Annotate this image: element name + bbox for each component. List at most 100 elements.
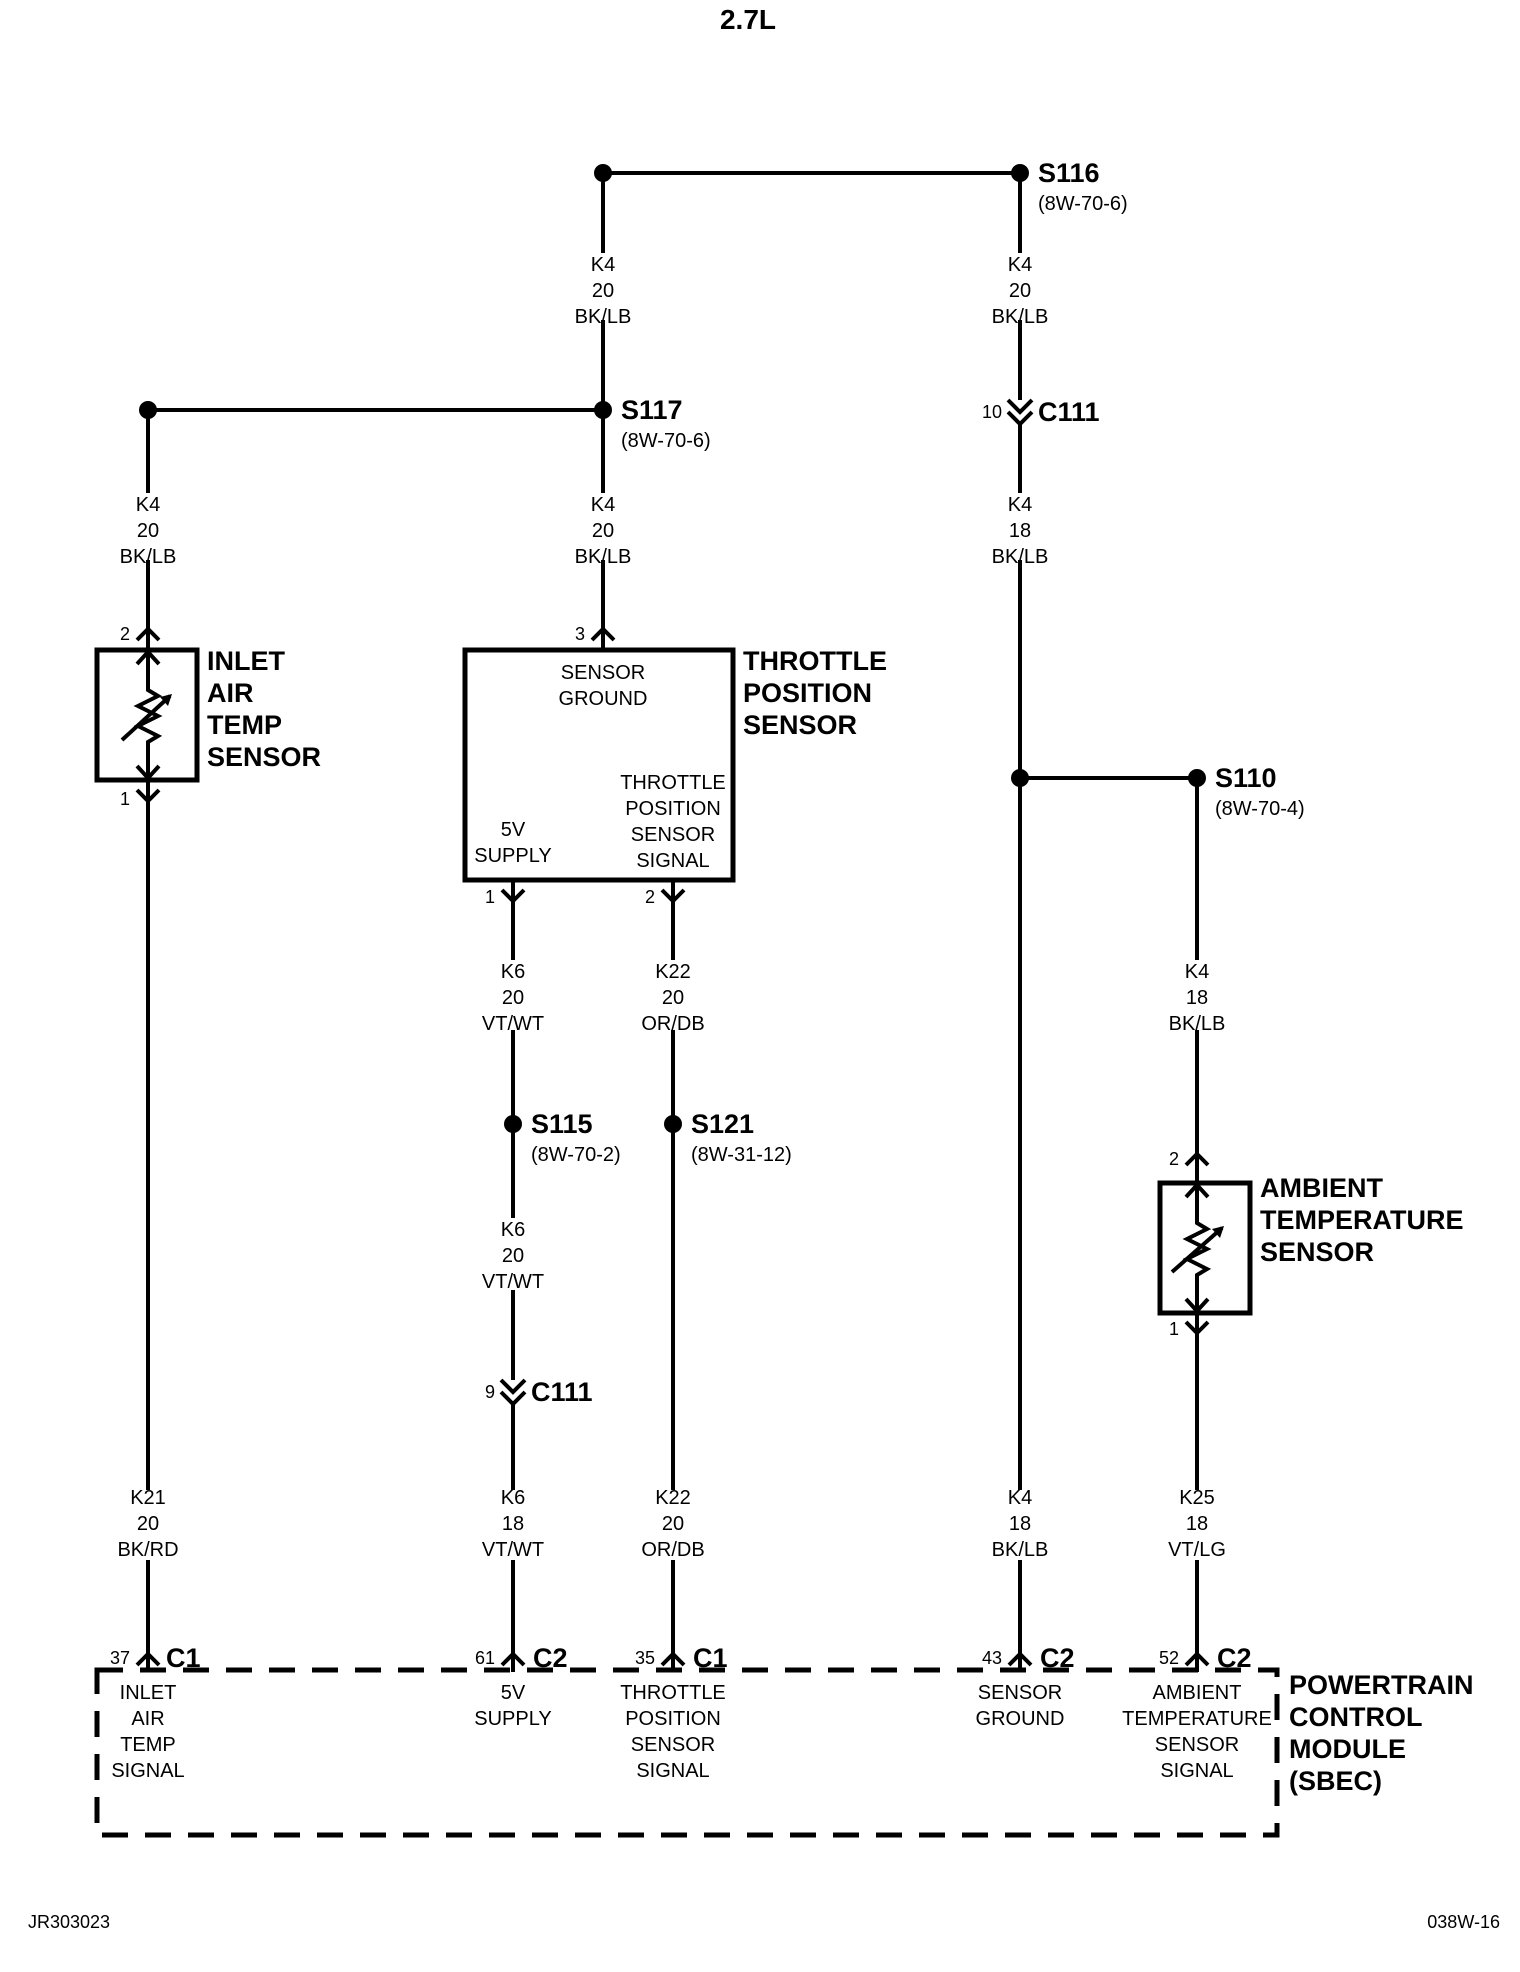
wire-gauge: 20	[137, 1513, 159, 1535]
splice-s110-dot	[1188, 769, 1206, 787]
wire-circuit: K4	[1185, 961, 1209, 983]
component-name: SENSOR	[1260, 1237, 1374, 1267]
splice-id: S115	[531, 1109, 593, 1139]
connector-pin: 10	[982, 402, 1002, 422]
wire-gauge: 18	[502, 1513, 524, 1535]
wire-color: BK/LB	[992, 306, 1049, 328]
component-name: INLET	[207, 646, 286, 676]
pin-function-label: AIR	[131, 1708, 164, 1730]
splice-ref: (8W-70-2)	[531, 1144, 621, 1166]
wire-color: BK/LB	[120, 546, 177, 568]
splice-ref: (8W-70-6)	[621, 430, 711, 452]
inlet-air-temp-sensor: 2 1 INLET AIR TEMP SENSOR	[94, 624, 321, 809]
splice-s116-dot	[1011, 164, 1029, 182]
wire-color: VT/WT	[482, 1539, 544, 1561]
pin-function-label: SENSOR	[561, 662, 645, 684]
thermistor-icon	[120, 649, 172, 781]
pcm-pin-43: 43 C2 SENSOR GROUND	[976, 1643, 1075, 1730]
wire-gauge: 20	[662, 987, 684, 1009]
pin-number: 1	[485, 887, 495, 907]
pin-number: 1	[1169, 1319, 1179, 1339]
pcm-pin-35: 35 C1 THROTTLE POSITION SENSOR SIGNAL	[620, 1643, 727, 1782]
pin-function-label: TEMPERATURE	[1122, 1708, 1272, 1730]
splice-s121-dot	[664, 1115, 682, 1133]
wire-color: BK/LB	[575, 306, 632, 328]
connector-name: C2	[533, 1643, 568, 1673]
wire-color: BK/RD	[117, 1539, 178, 1561]
connector-chevron-icon	[499, 1390, 527, 1407]
wire-circuit: K4	[591, 254, 615, 276]
pin-function-label: TEMP	[120, 1734, 176, 1756]
component-name: (SBEC)	[1289, 1766, 1382, 1796]
pcm-pin-52: 52 C2 AMBIENT TEMPERATURE SENSOR SIGNAL	[1122, 1643, 1272, 1782]
pin-function-label: 5V	[501, 819, 526, 841]
connector-pin: 9	[485, 1382, 495, 1402]
junction-dot	[594, 164, 612, 182]
pin-number: 35	[635, 1648, 655, 1668]
pin-function-label: SIGNAL	[1160, 1760, 1233, 1782]
pin-function-label: SENSOR	[978, 1682, 1062, 1704]
throttle-position-sensor: 3 1 2 SENSOR GROUND 5V SUPPLY THROTTLE P…	[462, 624, 887, 907]
wire-color: VT/WT	[482, 1013, 544, 1035]
wire-gauge: 18	[1186, 987, 1208, 1009]
pin-number: 3	[575, 624, 585, 644]
pin-function-label: INLET	[120, 1682, 177, 1704]
pin-function-label: THROTTLE	[620, 772, 726, 794]
pin-function-label: SUPPLY	[474, 1708, 551, 1730]
wire-color: BK/LB	[992, 546, 1049, 568]
component-name: MODULE	[1289, 1734, 1406, 1764]
pin-function-label: POSITION	[625, 798, 721, 820]
connector-chevron-icon	[1006, 410, 1034, 427]
wire-circuit: K25	[1179, 1487, 1215, 1509]
wire-color: VT/LG	[1168, 1539, 1226, 1561]
inline-connector-c111-upper: 10 C111	[982, 397, 1100, 427]
connector-name: C1	[693, 1643, 728, 1673]
pin-function-label: SENSOR	[631, 1734, 715, 1756]
pin-function-label: SIGNAL	[636, 1760, 709, 1782]
wire-color: OR/DB	[641, 1539, 704, 1561]
splice-id: S117	[621, 395, 683, 425]
pin-number: 2	[1169, 1149, 1179, 1169]
junction-dot	[139, 401, 157, 419]
connector-chevron-icon	[499, 1378, 527, 1395]
component-name: AMBIENT	[1260, 1173, 1383, 1203]
component-name: CONTROL	[1289, 1702, 1422, 1732]
pin-number: 1	[120, 789, 130, 809]
thermistor-icon	[1170, 1182, 1224, 1314]
pcm-outline	[94, 1667, 1280, 1838]
pin-number: 37	[110, 1648, 130, 1668]
wire-gauge: 18	[1009, 520, 1031, 542]
pin-number: 52	[1159, 1648, 1179, 1668]
component-name: THROTTLE	[743, 646, 887, 676]
wire-gauge: 18	[1186, 1513, 1208, 1535]
connector-name: C1	[166, 1643, 201, 1673]
junction-dot	[1011, 769, 1029, 787]
connector-name: C111	[1038, 397, 1100, 427]
component-name: AIR	[207, 678, 254, 708]
pin-function-label: POSITION	[625, 1708, 721, 1730]
pin-function-label: SENSOR	[1155, 1734, 1239, 1756]
wire-circuit: K4	[1008, 1487, 1032, 1509]
component-name: TEMP	[207, 710, 282, 740]
wire-circuit: K4	[136, 494, 160, 516]
splice-ref: (8W-70-4)	[1215, 798, 1305, 820]
wire-circuit: K21	[130, 1487, 166, 1509]
figure-id-right: 038W-16	[1427, 1912, 1500, 1932]
wire-gauge: 20	[137, 520, 159, 542]
wire-circuit: K22	[655, 1487, 691, 1509]
wire-circuit: K6	[501, 961, 525, 983]
splice-s117-dot	[594, 401, 612, 419]
pin-function-label: 5V	[501, 1682, 526, 1704]
wire-circuit: K6	[501, 1487, 525, 1509]
wire-color: BK/LB	[575, 546, 632, 568]
component-name: SENSOR	[207, 742, 321, 772]
pin-function-label: GROUND	[559, 688, 648, 710]
wire-gauge: 20	[502, 987, 524, 1009]
connector-chevron-icon	[1006, 398, 1034, 415]
inline-connector-c111-lower: 9 C111	[485, 1377, 593, 1407]
wire-color: BK/LB	[992, 1539, 1049, 1561]
component-name: POWERTRAIN	[1289, 1670, 1474, 1700]
wire-gauge: 20	[502, 1245, 524, 1267]
pin-number: 61	[475, 1648, 495, 1668]
